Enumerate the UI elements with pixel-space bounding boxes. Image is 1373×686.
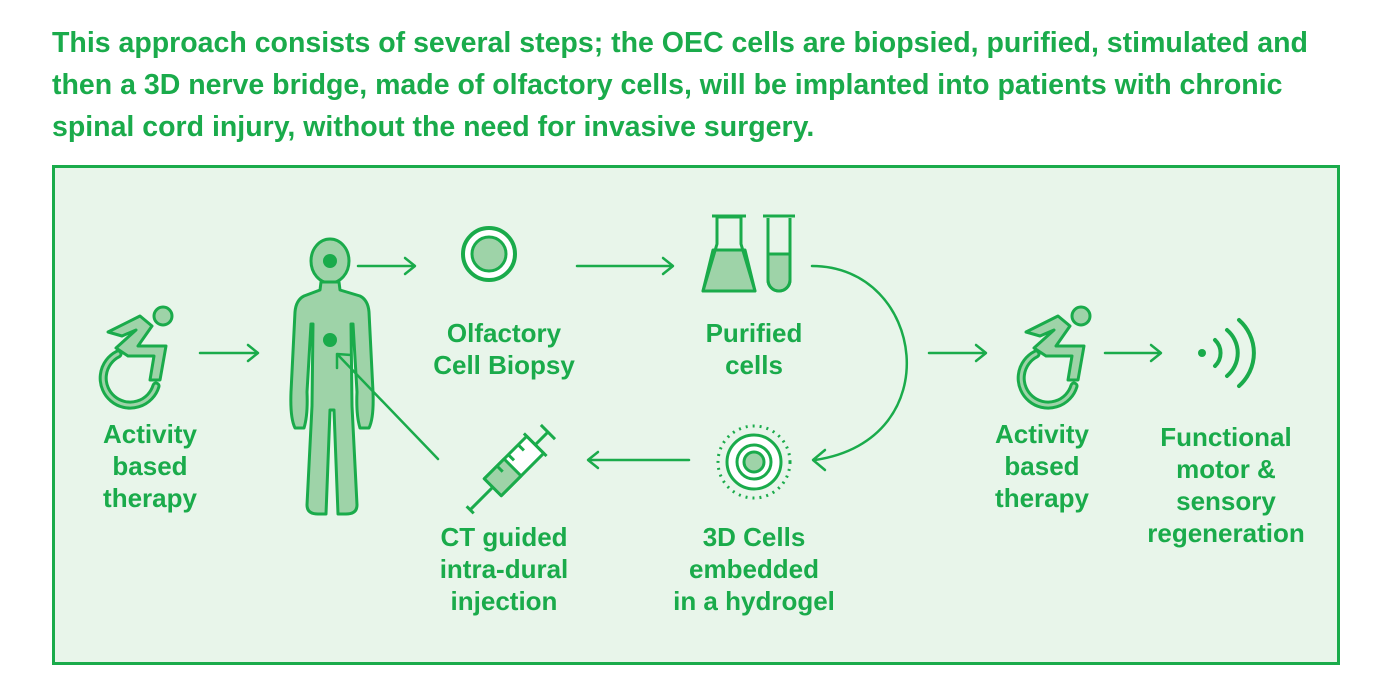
label-olfactory-biopsy: Olfactory Cell Biopsy: [433, 318, 575, 380]
wheelchair-icon-right: [1021, 307, 1090, 405]
arrow-therapy-to-body: [198, 343, 260, 363]
signal-icon: [1198, 318, 1256, 388]
arrow-purified-to-hydrogel: [810, 264, 909, 472]
hydrogel-cell-icon: [716, 424, 792, 500]
intro-text: This approach consists of several steps;…: [52, 27, 1308, 143]
cell-icon: [461, 226, 517, 282]
label-purified-cells: Purified cells: [705, 318, 803, 380]
arrow-biopsy-to-purified: [575, 256, 675, 276]
arrow-to-therapy-right: [927, 343, 988, 363]
head-marker-dot: [323, 254, 337, 268]
arrow-body-to-biopsy: [356, 256, 417, 276]
spine-marker-dot: [323, 333, 337, 347]
arrow-to-regeneration: [1103, 343, 1163, 363]
label-ct-injection: CT guided intra-dural injection: [439, 522, 569, 616]
label-regeneration: Functional motor & sensory regeneration: [1147, 422, 1305, 548]
human-body-icon: [289, 237, 375, 516]
arrow-injection-to-body: [335, 352, 440, 461]
label-hydrogel: 3D Cells embedded in a hydrogel: [673, 522, 835, 616]
wheelchair-icon-left: [103, 307, 172, 405]
test-tube-icon: [763, 214, 795, 293]
label-activity-left: Activity based therapy: [103, 419, 197, 513]
arrow-hydrogel-to-injection: [586, 450, 691, 470]
label-activity-right: Activity based therapy: [995, 419, 1089, 513]
flask-icon: [701, 214, 757, 293]
process-panel: [52, 165, 1340, 665]
syringe-icon: [465, 423, 557, 515]
